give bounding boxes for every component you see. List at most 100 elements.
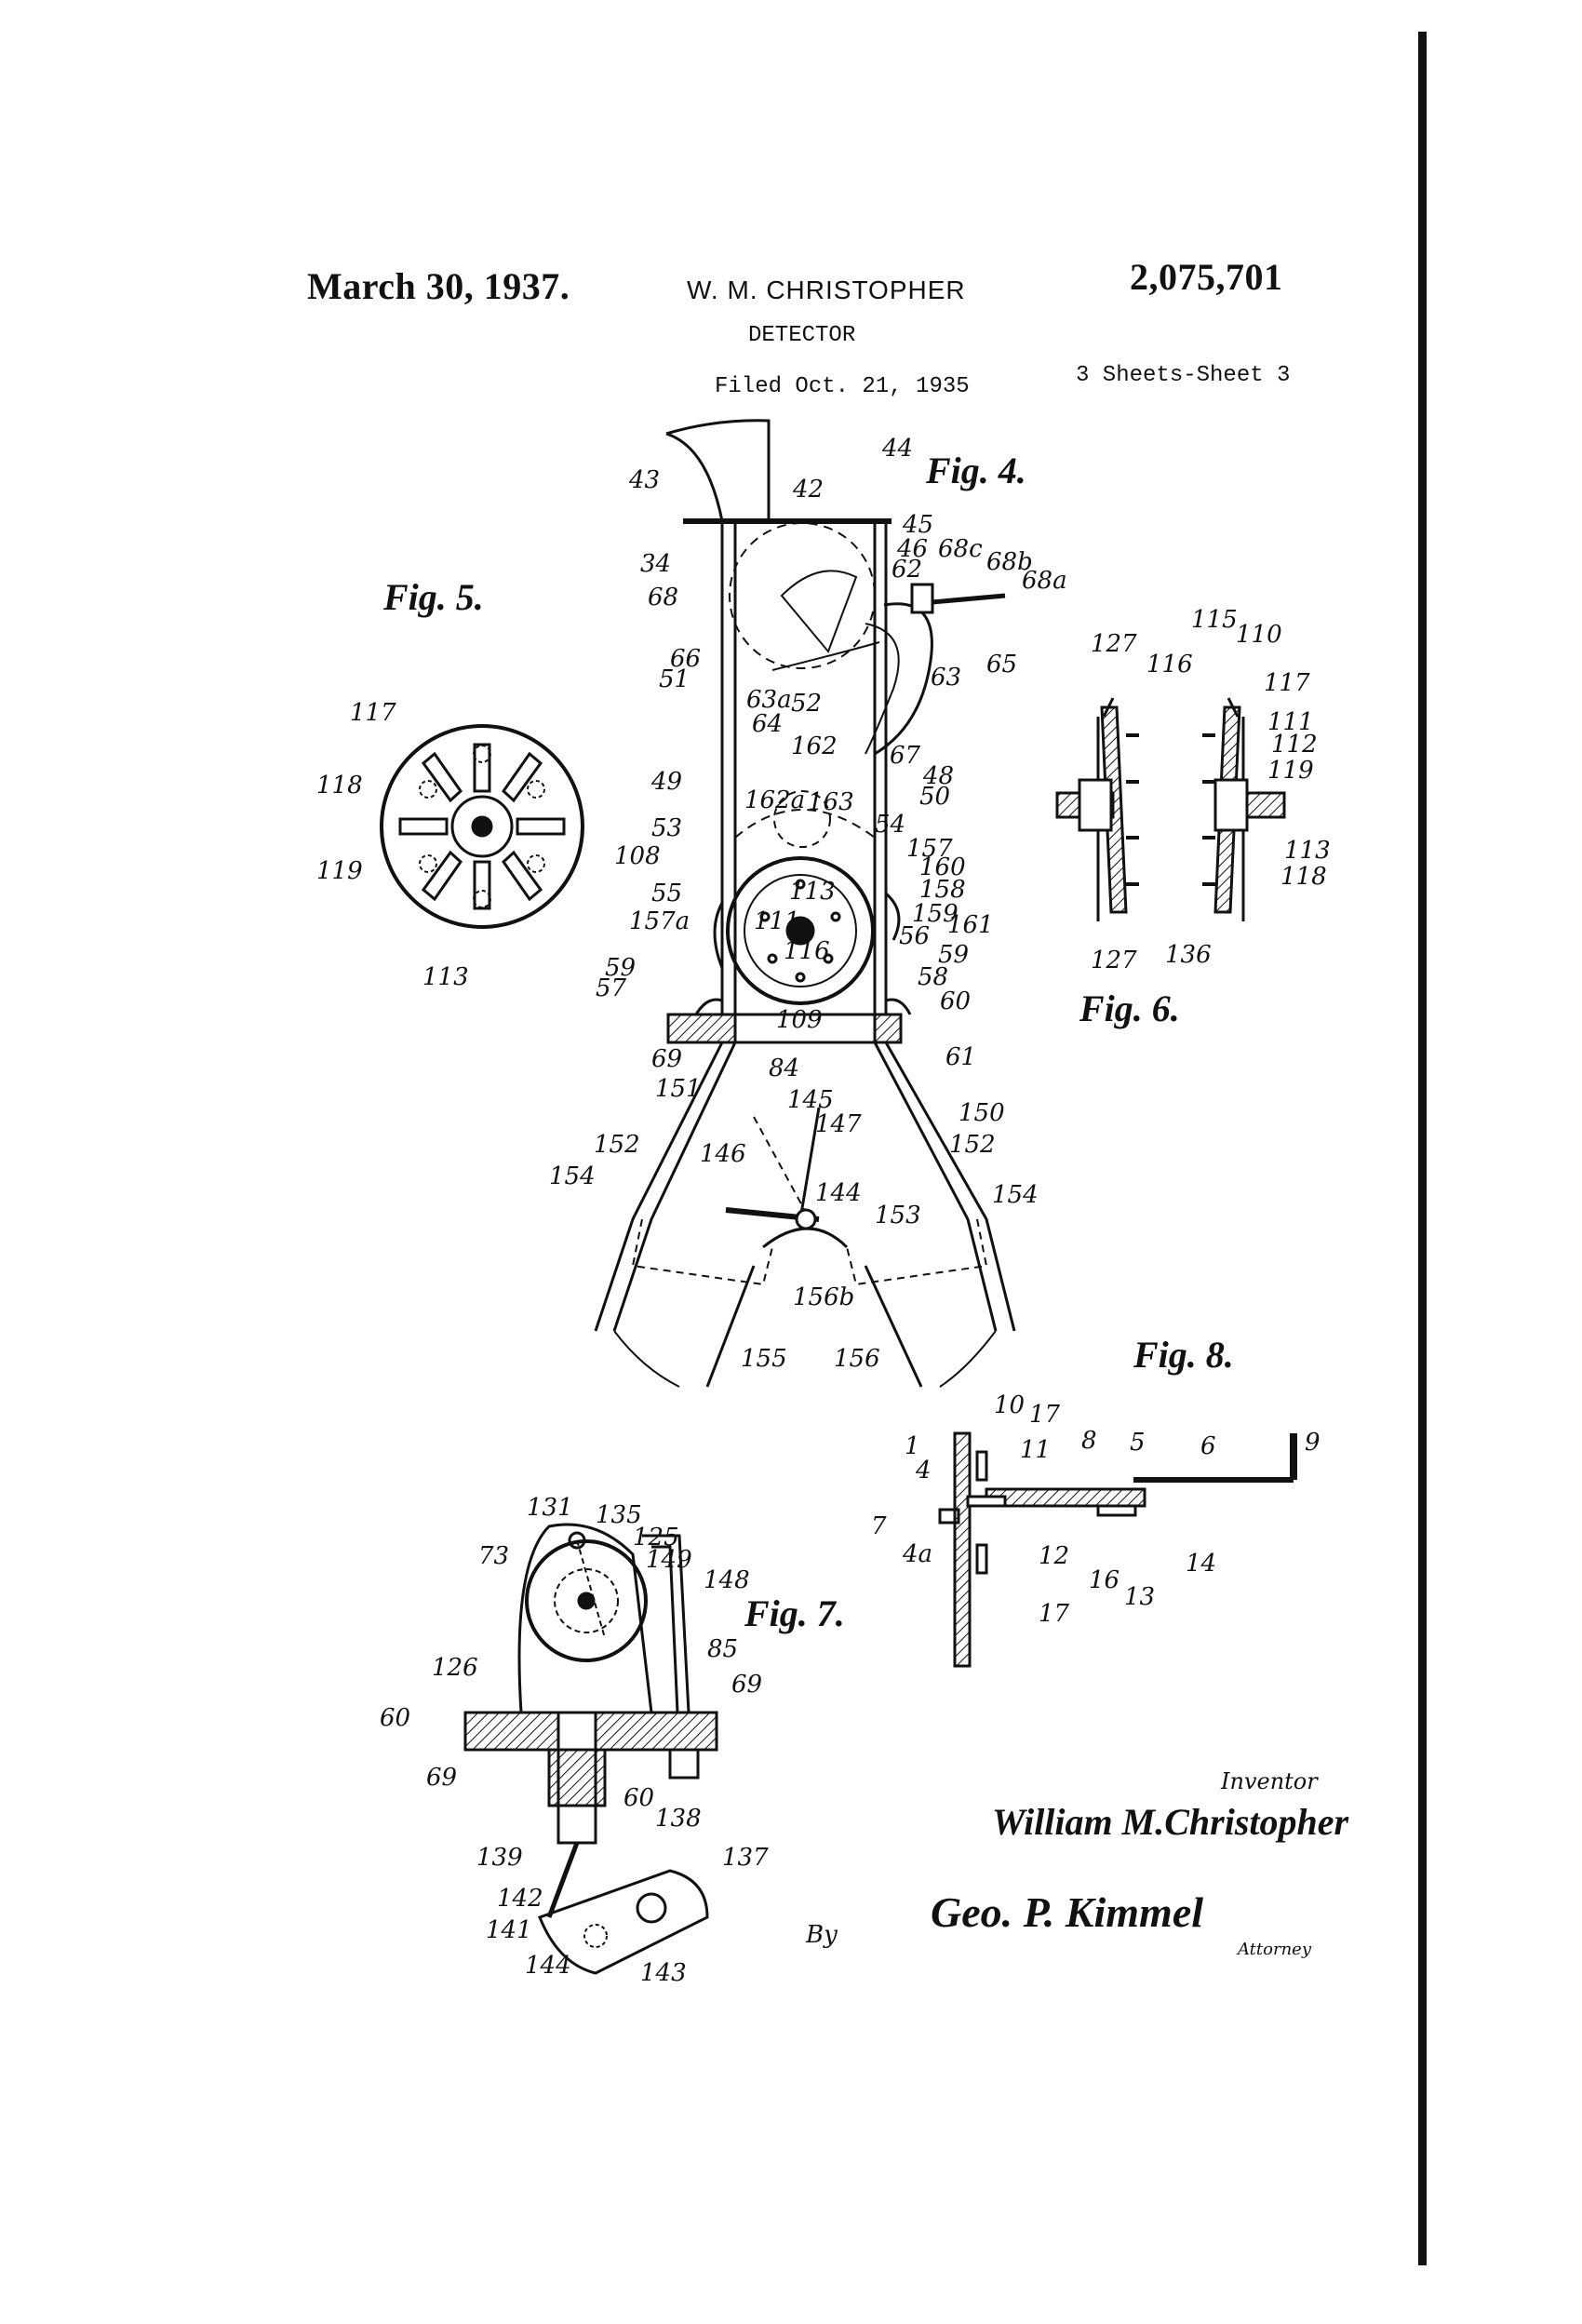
ref-label: 138 <box>655 1805 702 1833</box>
ref-label: 51 <box>659 665 690 693</box>
ref-label: 131 <box>527 1494 573 1522</box>
ref-label: 118 <box>316 772 363 799</box>
patent-date: March 30, 1937. <box>307 265 570 307</box>
ref-label: 46 <box>896 535 928 563</box>
attorney-label: Attorney <box>1238 1940 1312 1959</box>
by-label: By <box>806 1921 838 1949</box>
ref-label: 146 <box>700 1140 746 1168</box>
ref-label: 54 <box>875 811 905 839</box>
ref-label: 56 <box>899 922 930 950</box>
ref-label: 1 <box>905 1432 920 1460</box>
fig4-title: Fig. 4. <box>926 450 1026 491</box>
ref-label: 63 <box>931 664 961 692</box>
ref-label: 160 <box>919 853 966 881</box>
ref-label: 68c <box>938 535 983 563</box>
ref-label: 143 <box>640 1959 687 1987</box>
ref-label: 154 <box>992 1181 1039 1209</box>
ref-label: 69 <box>426 1764 457 1792</box>
ref-label: 155 <box>741 1345 787 1373</box>
ref-label: 110 <box>1236 621 1282 649</box>
ref-label: 144 <box>815 1179 862 1207</box>
ref-label: 116 <box>1146 651 1193 678</box>
fig7-drawing <box>463 1523 718 1975</box>
fig6-title: Fig. 6. <box>1079 987 1180 1029</box>
ref-label: 150 <box>959 1099 1005 1127</box>
ref-label: 126 <box>432 1654 478 1682</box>
ref-label: 5 <box>1130 1429 1146 1457</box>
ref-label: 7 <box>871 1512 887 1540</box>
ref-label: 113 <box>422 963 469 991</box>
fig8-drawing <box>938 1431 1297 1668</box>
ref-label: 141 <box>486 1916 532 1944</box>
ref-label: 149 <box>646 1546 692 1574</box>
ref-label: 156 <box>834 1345 880 1373</box>
ref-label: 84 <box>769 1055 799 1082</box>
ref-label: 11 <box>1020 1436 1051 1464</box>
ref-label: 153 <box>875 1202 921 1229</box>
fig6-drawing <box>1055 697 1286 921</box>
ref-label: 156b <box>793 1283 854 1311</box>
ref-label: 49 <box>650 768 682 796</box>
ref-label: 34 <box>640 550 671 578</box>
ref-label: 119 <box>1267 757 1314 785</box>
ref-label: 136 <box>1165 941 1212 969</box>
ref-label: 158 <box>919 876 966 904</box>
ref-label: 45 <box>902 511 933 539</box>
ref-label: 111 <box>1267 708 1314 736</box>
ref-label: 10 <box>994 1391 1025 1419</box>
fig5-title: Fig. 5. <box>383 576 484 618</box>
inventor-name: William M.Christopher <box>992 1801 1349 1843</box>
ref-label: 157a <box>629 907 690 935</box>
ref-label: 148 <box>704 1566 750 1594</box>
ref-label: 113 <box>1284 837 1331 865</box>
ref-label: 66 <box>670 645 701 673</box>
ref-label: 57 <box>596 974 627 1002</box>
patent-number: 2,075,701 <box>1130 256 1283 298</box>
sheet-count: 3 Sheets-Sheet 3 <box>1076 363 1291 388</box>
ref-label: 60 <box>623 1784 654 1812</box>
ref-label: 127 <box>1091 630 1137 658</box>
ref-label: 142 <box>497 1885 543 1913</box>
ref-label: 13 <box>1124 1583 1155 1611</box>
inventor-header: W. M. CHRISTOPHER <box>687 275 966 304</box>
ref-label: 161 <box>947 911 994 939</box>
ref-label: 147 <box>815 1110 862 1138</box>
ref-label: 116 <box>784 937 830 965</box>
ref-label: 111 <box>754 907 800 935</box>
patent-title: DETECTOR <box>748 323 856 348</box>
ref-label: 135 <box>596 1501 642 1529</box>
ref-label: 73 <box>478 1542 509 1570</box>
fig4-drawing <box>594 419 1016 1388</box>
ref-label: 118 <box>1280 863 1327 891</box>
ref-label: 69 <box>651 1045 682 1073</box>
ref-label: 69 <box>731 1671 762 1699</box>
ref-label: 144 <box>525 1952 571 1980</box>
ref-label: 117 <box>350 699 396 727</box>
ref-label: 58 <box>918 963 948 991</box>
fig8-title: Fig. 8. <box>1133 1334 1234 1376</box>
page-border-right <box>1418 32 1427 2265</box>
ref-numerals: 44 43 42 45 46 34 68c 68b 68a 62 68 66 5… <box>316 435 1331 1987</box>
ref-label: 162 <box>791 732 838 760</box>
ref-label: 55 <box>651 880 682 907</box>
ref-label: 112 <box>1271 731 1318 759</box>
ref-label: 42 <box>792 476 824 504</box>
ref-label: 85 <box>707 1635 738 1663</box>
ref-label: 63a <box>746 686 792 714</box>
ref-label: 152 <box>594 1131 640 1159</box>
ref-label: 9 <box>1305 1429 1321 1457</box>
ref-label: 139 <box>476 1844 523 1872</box>
ref-label: 115 <box>1191 606 1238 634</box>
ref-label: 43 <box>628 466 660 494</box>
ref-label: 61 <box>945 1043 976 1071</box>
ref-label: 48 <box>922 762 954 790</box>
ref-label: 113 <box>789 878 836 906</box>
ref-label: 159 <box>912 900 959 928</box>
inventor-label: Inventor <box>1221 1768 1318 1794</box>
ref-label: 157 <box>906 835 953 863</box>
ref-label: 68a <box>1022 567 1067 595</box>
ref-label: 4 <box>915 1457 932 1484</box>
ref-label: 50 <box>919 783 950 811</box>
ref-label: 6 <box>1200 1432 1216 1460</box>
ref-label: 60 <box>940 987 971 1015</box>
